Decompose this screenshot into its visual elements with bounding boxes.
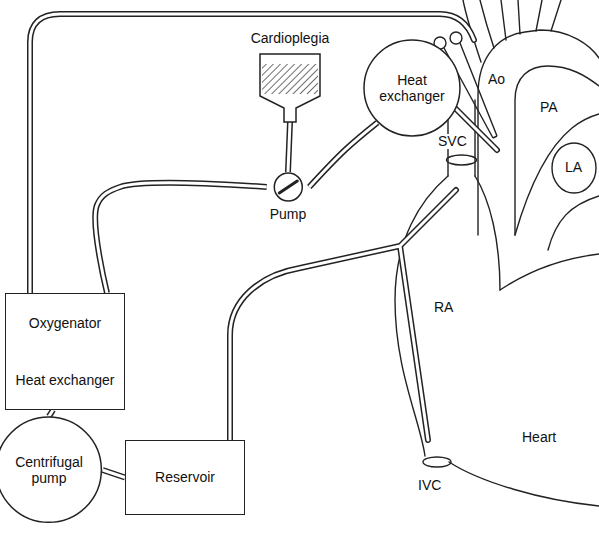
heart-outline xyxy=(449,462,599,506)
tube-lumen xyxy=(103,470,125,478)
node-label: Heat exchanger xyxy=(12,370,119,390)
right-atrium xyxy=(475,176,500,290)
venous-line xyxy=(230,190,456,440)
reservoir-box: Reservoir xyxy=(125,440,245,515)
tube-lumen xyxy=(288,122,290,172)
aorta-wall xyxy=(515,66,599,235)
arterial-line xyxy=(30,14,474,293)
tube-lumen xyxy=(95,183,266,293)
tube-wall xyxy=(288,122,290,172)
cardioplegia-bag: Cardioplegia xyxy=(236,30,344,122)
tube-wall xyxy=(309,123,377,187)
roller-pump: Pump xyxy=(267,172,310,222)
tubing-connector xyxy=(95,183,266,293)
circle-outline xyxy=(364,40,460,136)
node-label: Pump xyxy=(268,206,309,222)
pump-roller xyxy=(279,181,297,193)
tube-wall xyxy=(49,410,53,416)
anatomy-label: SVC xyxy=(436,134,469,149)
anatomy-label: Heart xyxy=(520,430,558,445)
anatomy-label: IVC xyxy=(416,478,443,493)
pulmonary-artery xyxy=(515,114,599,235)
bag-outline xyxy=(260,54,320,122)
node-label: Heat exchanger xyxy=(363,72,461,104)
pump-head xyxy=(274,173,302,201)
centrifugal-pump: Centrifugal pump xyxy=(0,416,103,523)
node-label: Reservoir xyxy=(151,467,219,487)
heart-outline xyxy=(500,254,599,290)
ivc-tourniquet xyxy=(423,457,451,467)
node-label: Oxygenator xyxy=(25,313,105,333)
oxygenator-box: OxygenatorHeat exchanger xyxy=(5,293,125,410)
node-label: Centrifugal pump xyxy=(0,454,103,486)
clamp-ring xyxy=(450,32,462,44)
venous-line xyxy=(230,190,456,440)
tubing-connector xyxy=(103,470,125,478)
circle-outline xyxy=(0,417,102,522)
anatomy-label: RA xyxy=(432,300,455,315)
tube-wall xyxy=(103,470,125,478)
arch-branch xyxy=(536,0,561,31)
arterial-line xyxy=(30,14,474,293)
anatomy-label: LA xyxy=(563,160,584,175)
tubing-connector xyxy=(309,123,377,187)
tube-wall xyxy=(95,183,266,293)
solution-fill xyxy=(262,64,318,94)
pulmonary-artery xyxy=(548,196,599,250)
node-label: Cardioplegia xyxy=(249,30,332,46)
anatomy-label: Ao xyxy=(486,72,507,87)
anatomy-label: PA xyxy=(538,100,560,115)
heat-exchanger: Heat exchanger xyxy=(363,39,461,137)
svc-tourniquet xyxy=(447,155,477,165)
tube-lumen xyxy=(49,410,53,416)
arch-branch xyxy=(501,0,520,40)
tubing-connector xyxy=(288,122,290,172)
tube-lumen xyxy=(309,123,377,187)
left-atrium xyxy=(552,143,596,193)
tubing-connector xyxy=(49,410,53,416)
